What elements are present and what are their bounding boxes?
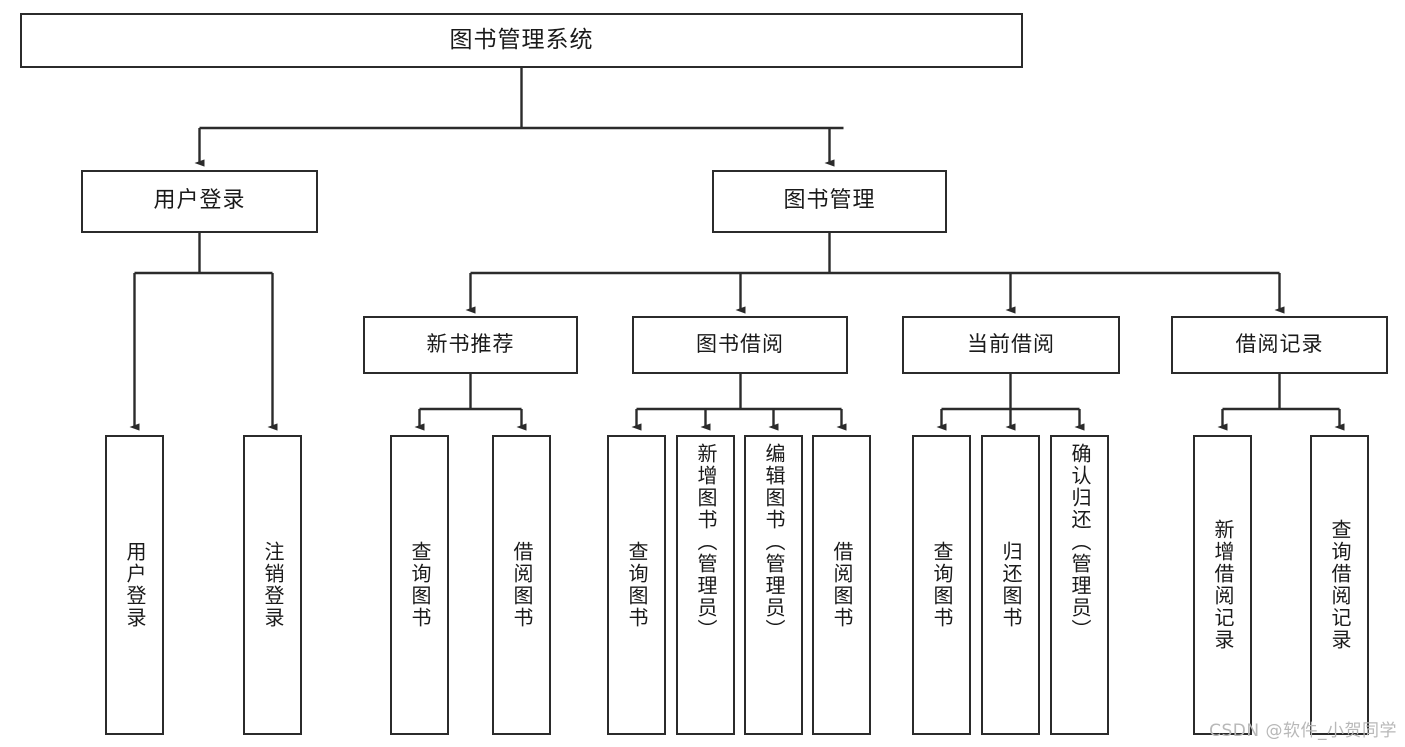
leaf-label: 借阅图书 (830, 541, 854, 629)
leaf-add-book-admin[interactable]: 新增图书（管理员） (676, 435, 735, 735)
leaf-label: 确认归还（管理员） (1068, 443, 1092, 641)
node-new-book-recommend[interactable]: 新书推荐 (363, 316, 578, 374)
leaf-label: 借阅图书 (510, 541, 534, 629)
node-user-login[interactable]: 用户登录 (81, 170, 318, 233)
leaf-label: 查询借阅记录 (1328, 519, 1352, 651)
node-book-management[interactable]: 图书管理 (712, 170, 947, 233)
leaf-logout[interactable]: 注销登录 (243, 435, 302, 735)
node-label: 新书推荐 (426, 332, 515, 357)
leaf-label: 查询图书 (930, 541, 954, 629)
leaf-label: 用户登录 (123, 541, 147, 629)
node-label: 借阅记录 (1235, 332, 1324, 357)
leaf-label: 查询图书 (408, 541, 432, 629)
node-label: 图书管理系统 (449, 26, 594, 53)
node-label: 用户登录 (153, 188, 246, 214)
leaf-label: 归还图书 (999, 541, 1023, 629)
node-label: 当前借阅 (967, 332, 1055, 357)
leaf-borrow-book-borrow[interactable]: 借阅图书 (812, 435, 871, 735)
leaf-confirm-return-admin[interactable]: 确认归还（管理员） (1050, 435, 1109, 735)
leaf-edit-book-admin[interactable]: 编辑图书（管理员） (744, 435, 803, 735)
node-label: 图书管理 (783, 188, 876, 214)
node-label: 图书借阅 (696, 332, 784, 357)
node-book-borrow[interactable]: 图书借阅 (632, 316, 848, 374)
leaf-return-book[interactable]: 归还图书 (981, 435, 1040, 735)
leaf-query-book-new[interactable]: 查询图书 (390, 435, 449, 735)
leaf-query-book-current[interactable]: 查询图书 (912, 435, 971, 735)
leaf-add-borrow-record[interactable]: 新增借阅记录 (1193, 435, 1252, 735)
node-root-book-management-system[interactable]: 图书管理系统 (20, 13, 1023, 68)
leaf-borrow-book-new[interactable]: 借阅图书 (492, 435, 551, 735)
leaf-label: 编辑图书（管理员） (762, 443, 786, 641)
leaf-label: 注销登录 (261, 541, 285, 629)
leaf-query-borrow-record[interactable]: 查询借阅记录 (1310, 435, 1369, 735)
leaf-label: 查询图书 (625, 541, 649, 629)
node-borrow-record[interactable]: 借阅记录 (1171, 316, 1388, 374)
leaf-query-book-borrow[interactable]: 查询图书 (607, 435, 666, 735)
node-current-borrow[interactable]: 当前借阅 (902, 316, 1120, 374)
leaf-label: 新增借阅记录 (1211, 519, 1235, 651)
leaf-label: 新增图书（管理员） (694, 443, 718, 641)
leaf-user-login[interactable]: 用户登录 (105, 435, 164, 735)
